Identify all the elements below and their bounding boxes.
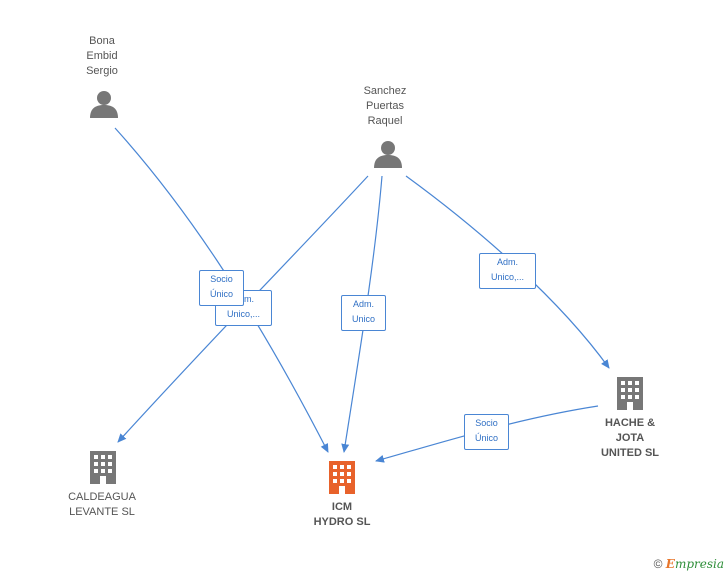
edge-label-line: Adm. xyxy=(352,299,374,309)
edge-label-socio-unico[interactable]: Socio Único xyxy=(199,270,244,306)
company-label-caldeagua[interactable]: CALDEAGUA LEVANTE SL xyxy=(58,490,146,520)
building-icon[interactable] xyxy=(90,451,116,484)
label-line: Embid xyxy=(86,50,118,62)
edge-label-line: Socio xyxy=(210,274,233,284)
edge-bona-to-icm xyxy=(114,127,329,453)
label-line: HYDRO SL xyxy=(313,516,371,528)
company-label-icm[interactable]: ICM HYDRO SL xyxy=(300,500,384,530)
label-line: JOTA xyxy=(615,432,645,444)
edge-label-line: Unico,... xyxy=(226,309,260,319)
brand-logo-initial: E xyxy=(665,557,675,571)
edge-label-socio-unico-right[interactable]: Socio Único xyxy=(464,414,509,450)
building-icon-highlight[interactable] xyxy=(329,461,355,494)
label-line: LEVANTE SL xyxy=(69,506,135,518)
edge-label-line: Unico xyxy=(351,314,375,324)
person-label-sanchez[interactable]: Sanchez Puertas Raquel xyxy=(350,84,420,129)
label-line: Puertas xyxy=(366,100,404,112)
building-icon[interactable] xyxy=(617,377,643,410)
brand-logo-name: mpresia xyxy=(674,557,724,571)
edge-label-adm-unico-right[interactable]: Adm. Unico,... xyxy=(479,253,536,289)
person-icon[interactable] xyxy=(90,91,118,118)
copyright-notice: © Empresia xyxy=(654,557,724,571)
edge-label-line: Socio xyxy=(475,418,498,428)
label-line: HACHE & xyxy=(604,417,656,429)
label-line: Bona xyxy=(89,35,115,47)
person-icon[interactable] xyxy=(374,141,402,168)
label-line: Raquel xyxy=(367,115,403,127)
edge-label-line: Unico,... xyxy=(490,272,524,282)
edge-label-adm-unico-center[interactable]: Adm. Unico xyxy=(341,295,386,331)
edge-label-line: Adm. xyxy=(496,257,518,267)
label-line: CALDEAGUA xyxy=(68,491,136,503)
label-line: Sergio xyxy=(86,65,118,77)
label-line: Sanchez xyxy=(363,85,407,97)
edge-label-line: Único xyxy=(474,433,498,443)
label-line: ICM xyxy=(331,501,353,513)
company-label-hache[interactable]: HACHE & JOTA UNITED SL xyxy=(588,416,672,461)
person-label-bona[interactable]: Bona Embid Sergio xyxy=(72,34,132,79)
label-line: UNITED SL xyxy=(600,447,660,459)
copyright-icon: © xyxy=(653,557,663,571)
edge-label-line: Único xyxy=(209,289,233,299)
